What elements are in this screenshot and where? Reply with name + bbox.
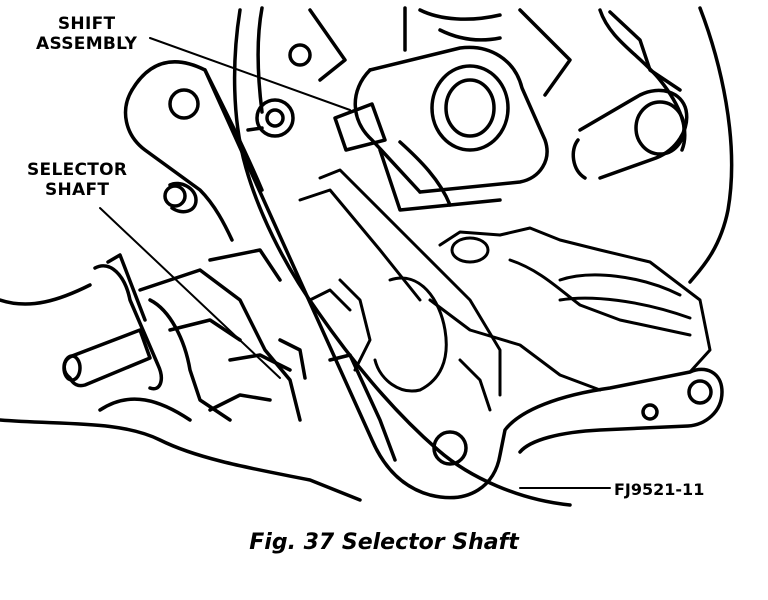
leader-lines	[99, 37, 611, 489]
figure-reference-code: FJ9521-11	[614, 480, 705, 499]
extension-plate	[123, 60, 724, 500]
shift-label-line2: ASSEMBLY	[36, 34, 138, 54]
selector-shaft-label: SELECTOR SHAFT	[27, 160, 127, 200]
transmission-housing	[232, 6, 734, 507]
shift-assembly-part	[333, 8, 549, 212]
shift-label-line1: SHIFT	[57, 14, 116, 34]
upper-shafts	[246, 8, 689, 180]
bolt-hole-right	[687, 379, 713, 405]
bolt-hole-lower	[432, 430, 468, 466]
internal-mechanism	[298, 168, 712, 412]
shift-assembly-label: SHIFT ASSEMBLY	[36, 14, 137, 54]
lower-housing	[0, 283, 397, 502]
shift-assembly-leader	[149, 37, 351, 111]
bolt-hole-right-small	[641, 403, 659, 421]
selector-shaft-part	[62, 248, 307, 422]
selector-label-line2: SHAFT	[44, 180, 110, 200]
selector-label-line1: SELECTOR	[27, 160, 128, 180]
figure-caption: Fig. 37 Selector Shaft	[249, 530, 519, 555]
bolt-hole-upper	[168, 88, 200, 120]
selector-shaft-leader	[99, 207, 281, 379]
